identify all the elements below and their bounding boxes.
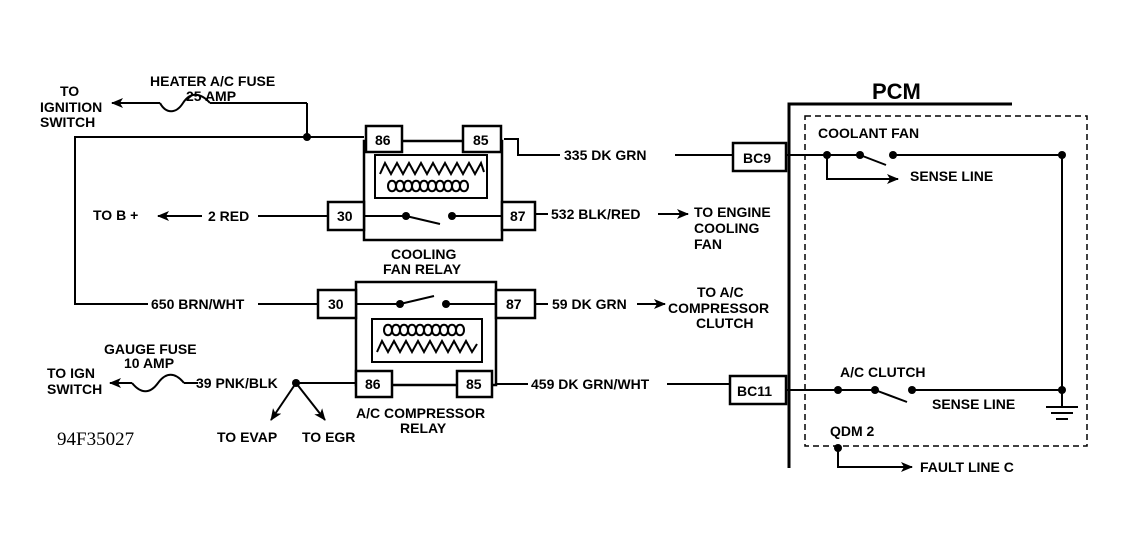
to-ignition-label-2: IGNITION [40, 99, 102, 115]
connector-bc11-label: BC11 [737, 383, 772, 399]
wire-335: 335 DK GRN [504, 138, 733, 163]
cooling-relay-pin-86-label: 86 [375, 132, 391, 148]
pcm-internal-boundary [804, 115, 1088, 447]
fault-line-label: FAULT LINE C [920, 459, 1014, 475]
wire-650: 650 BRN/WHT [74, 136, 318, 312]
cooling-relay-pin-86 [364, 124, 404, 154]
wire-459-label: 459 DK GRN/WHT [531, 376, 650, 392]
pcm-module: PCM COOLANT FAN SENSE LINE A/C CLUTCH SE… [728, 79, 1088, 475]
cooling-fan-relay: 86 85 30 87 COOLING FAN RELAY [326, 124, 537, 277]
ac-relay-pin-87-label: 87 [506, 296, 522, 312]
wire-650-label: 650 BRN/WHT [151, 296, 245, 312]
to-engine-fan-2: COOLING [694, 220, 759, 236]
wire-532-label: 532 BLK/RED [551, 206, 640, 222]
cooling-relay-pin-87-label: 87 [510, 208, 526, 224]
wire-59: 59 DK GRN TO A/C COMPRESSOR CLUTCH [535, 284, 769, 331]
to-evap-arrow [270, 382, 297, 421]
cooling-relay-pin-30 [326, 200, 366, 232]
heater-fuse-label-1: HEATER A/C FUSE [150, 73, 275, 89]
wire-335-label: 335 DK GRN [564, 147, 646, 163]
ac-compressor-relay: 30 87 86 85 A/C COMPRESSOR RELAY [316, 280, 537, 436]
wire-2-label: 2 RED [208, 208, 249, 224]
to-engine-fan-1: TO ENGINE [694, 204, 771, 220]
wire-459: 459 DK GRN/WHT [492, 376, 730, 392]
gauge-fuse-icon [131, 373, 185, 393]
pcm-outline [787, 102, 1012, 468]
to-ac-comp-1: TO A/C [697, 284, 744, 300]
to-ac-comp-2: COMPRESSOR [668, 300, 769, 316]
ac-relay-label-2: RELAY [400, 420, 447, 436]
ac-relay-pin-87 [494, 288, 537, 320]
cooling-fan-relay-switch [405, 215, 441, 225]
ac-relay-label-1: A/C COMPRESSOR [356, 405, 485, 421]
pcm-title: PCM [872, 79, 921, 104]
ac-relay-coil [371, 318, 483, 363]
cooling-relay-label-1: COOLING [391, 246, 456, 262]
ground-icon [1046, 406, 1078, 420]
cooling-relay-pin-87 [500, 200, 537, 232]
qdm-label: QDM 2 [830, 423, 875, 439]
to-ignition-label-1: TO [60, 83, 79, 99]
connector-bc9-label: BC9 [743, 150, 771, 166]
ac-relay-pin-30-label: 30 [328, 296, 344, 312]
heater-fuse-circuit: HEATER A/C FUSE 25 AMP TO IGNITION SWITC… [40, 73, 364, 141]
gauge-fuse-label-2: 10 AMP [124, 355, 174, 371]
to-evap-label: TO EVAP [217, 429, 277, 445]
ac-relay-pin-30 [316, 288, 358, 320]
sense-line-1-arrow [826, 155, 899, 184]
connector-bc11 [728, 374, 788, 406]
to-egr-arrow [295, 382, 326, 421]
fault-line-arrow [837, 448, 913, 472]
sense-line-2-label: SENSE LINE [932, 396, 1015, 412]
to-engine-fan-3: FAN [694, 236, 722, 252]
to-ignition-label-3: SWITCH [40, 114, 95, 130]
to-b-plus-label: TO B + [93, 207, 138, 223]
figure-id: 94F35027 [57, 429, 134, 450]
sense-line-1-label: SENSE LINE [910, 168, 993, 184]
to-ign-label-1: TO IGN [47, 365, 95, 381]
wire-532: 532 BLK/RED TO ENGINE COOLING FAN [535, 204, 771, 252]
wire-59-label: 59 DK GRN [552, 296, 627, 312]
ac-clutch-label: A/C CLUTCH [840, 364, 926, 380]
to-egr-label: TO EGR [302, 429, 355, 445]
coolant-fan-label: COOLANT FAN [818, 125, 919, 141]
cooling-fan-relay-coil [374, 154, 488, 199]
ac-clutch-switch [874, 389, 908, 403]
cooling-relay-label-2: FAN RELAY [383, 261, 462, 277]
ac-relay-pin-85 [455, 369, 494, 399]
wire-2-red: 2 RED TO B + [93, 207, 328, 224]
ac-relay-switch [399, 295, 435, 305]
cooling-relay-pin-85-label: 85 [473, 132, 489, 148]
ac-relay-pin-85-label: 85 [466, 376, 482, 392]
cooling-relay-pin-30-label: 30 [337, 208, 353, 224]
ac-relay-pin-86 [354, 369, 394, 399]
wire-39-label: 39 PNK/BLK [196, 375, 278, 391]
cooling-relay-pin-85 [461, 124, 503, 154]
cooling-fan-relay-body [362, 139, 504, 242]
connector-bc9 [731, 141, 788, 173]
gauge-fuse-label-1: GAUGE FUSE [104, 341, 197, 357]
to-ac-comp-3: CLUTCH [696, 315, 754, 331]
heater-fuse-label-2: 25 AMP [186, 88, 236, 104]
gauge-fuse-circuit: TO EVAP TO EGR 39 PNK/BLK GAUGE FUSE 10 … [47, 341, 356, 445]
coolant-fan-switch [859, 154, 887, 166]
to-ign-label-2: SWITCH [47, 381, 102, 397]
heater-fuse-icon [159, 93, 211, 113]
ac-relay-pin-86-label: 86 [365, 376, 381, 392]
